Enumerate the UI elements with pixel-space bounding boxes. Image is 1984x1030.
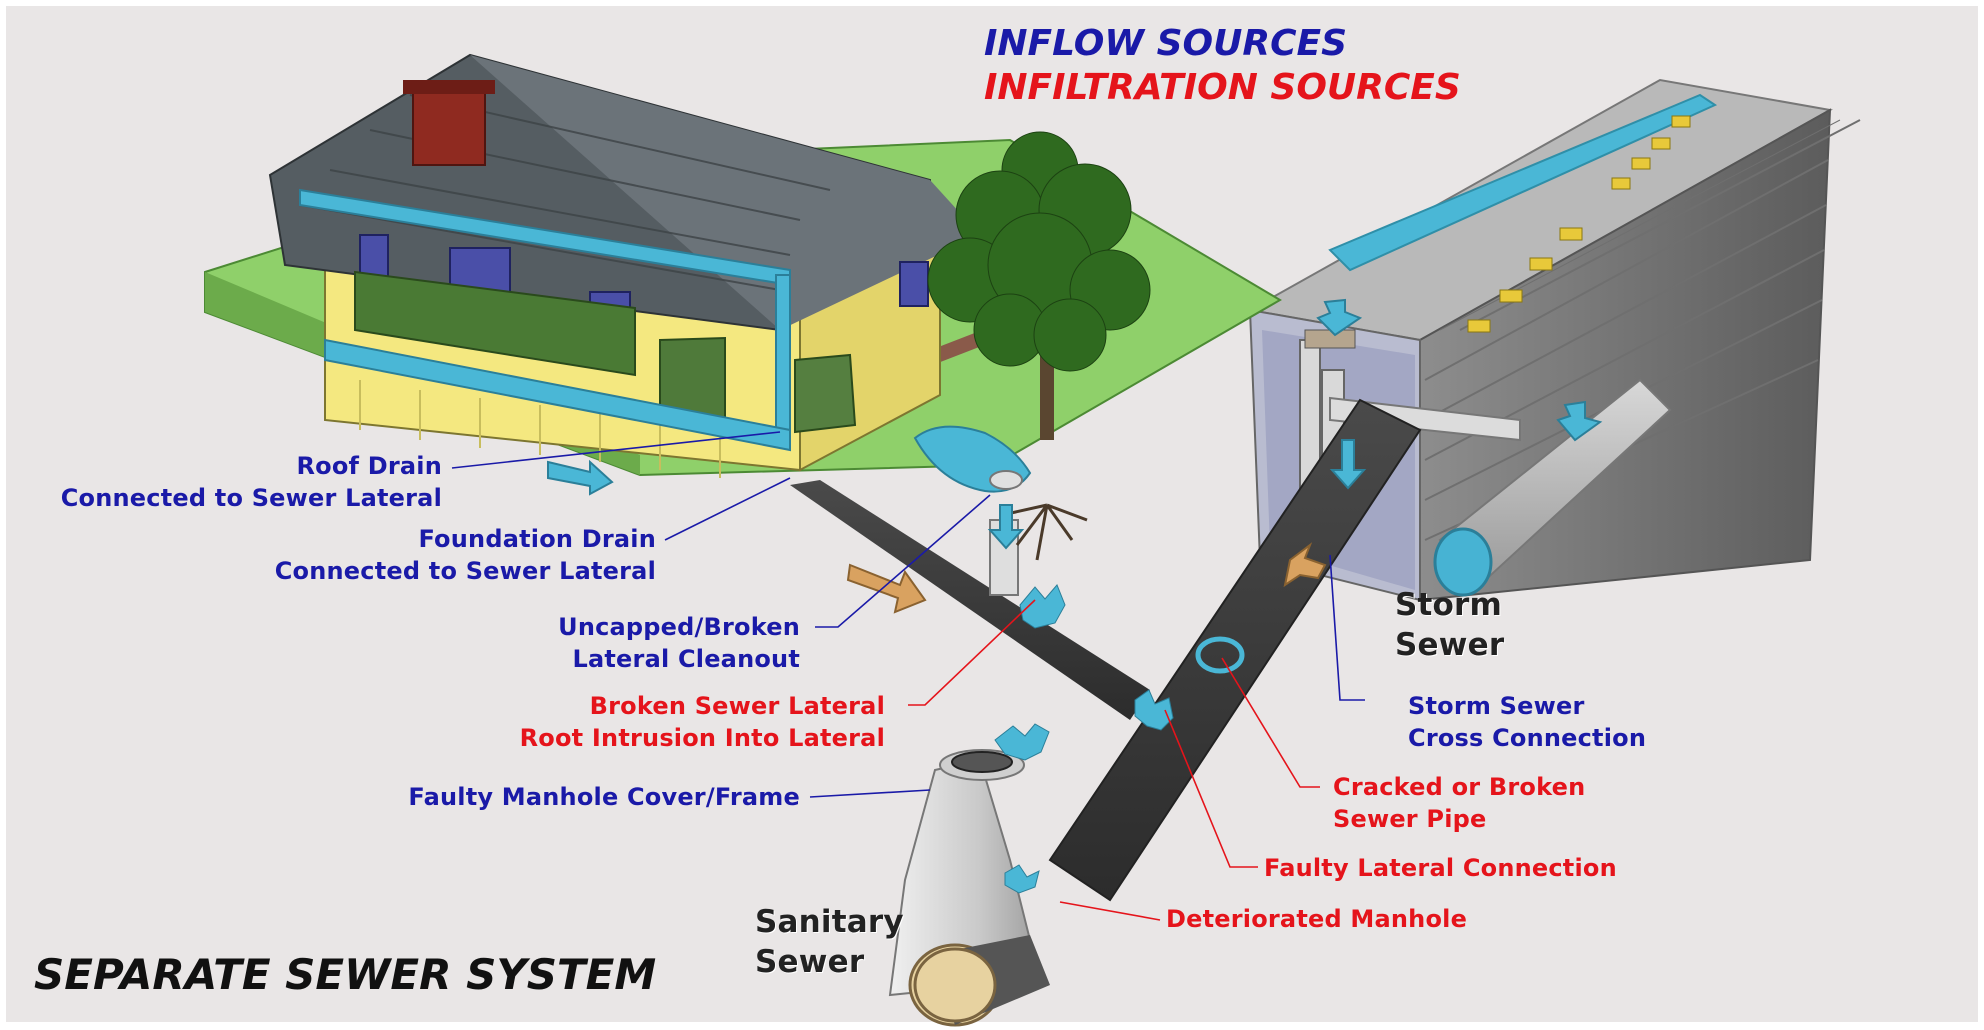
label-roof-drain-line1: Roof Drain	[30, 450, 442, 482]
label-foundation-drain-line1: Foundation Drain	[250, 523, 656, 555]
label-cracked-pipe: Cracked or Broken Sewer Pipe	[1333, 771, 1585, 835]
label-storm-cross-line1: Storm Sewer	[1408, 690, 1646, 722]
label-manhole-cover: Faulty Manhole Cover/Frame	[360, 781, 800, 813]
label-foundation-drain: Foundation Drain Connected to Sewer Late…	[250, 523, 656, 587]
diagram-title: SEPARATE SEWER SYSTEM	[34, 950, 656, 999]
label-sanitary-sewer: Sanitary Sewer	[755, 902, 904, 982]
label-storm-cross-line2: Cross Connection	[1408, 722, 1646, 754]
label-sanitary-sewer-line2: Sewer	[755, 942, 904, 982]
label-deteriorated-manhole: Deteriorated Manhole	[1166, 903, 1467, 935]
label-lateral-cleanout: Uncapped/Broken Lateral Cleanout	[500, 611, 800, 675]
label-cracked-pipe-line1: Cracked or Broken	[1333, 771, 1585, 803]
label-storm-cross-connection: Storm Sewer Cross Connection	[1408, 690, 1646, 754]
label-cracked-pipe-line2: Sewer Pipe	[1333, 803, 1585, 835]
label-broken-lateral-line2: Root Intrusion Into Lateral	[480, 722, 885, 754]
legend: INFLOW SOURCES INFILTRATION SOURCES	[984, 22, 1461, 110]
label-sanitary-sewer-line1: Sanitary	[755, 902, 904, 942]
label-storm-sewer-line1: Storm	[1395, 585, 1504, 625]
legend-infiltration-sources: INFILTRATION SOURCES	[984, 66, 1461, 110]
label-roof-drain-line2: Connected to Sewer Lateral	[30, 482, 442, 514]
label-foundation-drain-line2: Connected to Sewer Lateral	[250, 555, 656, 587]
label-roof-drain: Roof Drain Connected to Sewer Lateral	[30, 450, 442, 514]
label-storm-sewer-line2: Sewer	[1395, 625, 1504, 665]
label-lateral-cleanout-line2: Lateral Cleanout	[500, 643, 800, 675]
label-storm-sewer: Storm Sewer	[1395, 585, 1504, 665]
label-broken-lateral-line1: Broken Sewer Lateral	[480, 690, 885, 722]
label-broken-lateral: Broken Sewer Lateral Root Intrusion Into…	[480, 690, 885, 754]
label-lateral-cleanout-line1: Uncapped/Broken	[500, 611, 800, 643]
label-faulty-lateral-connection: Faulty Lateral Connection	[1264, 852, 1617, 884]
legend-inflow-sources: INFLOW SOURCES	[984, 22, 1461, 66]
